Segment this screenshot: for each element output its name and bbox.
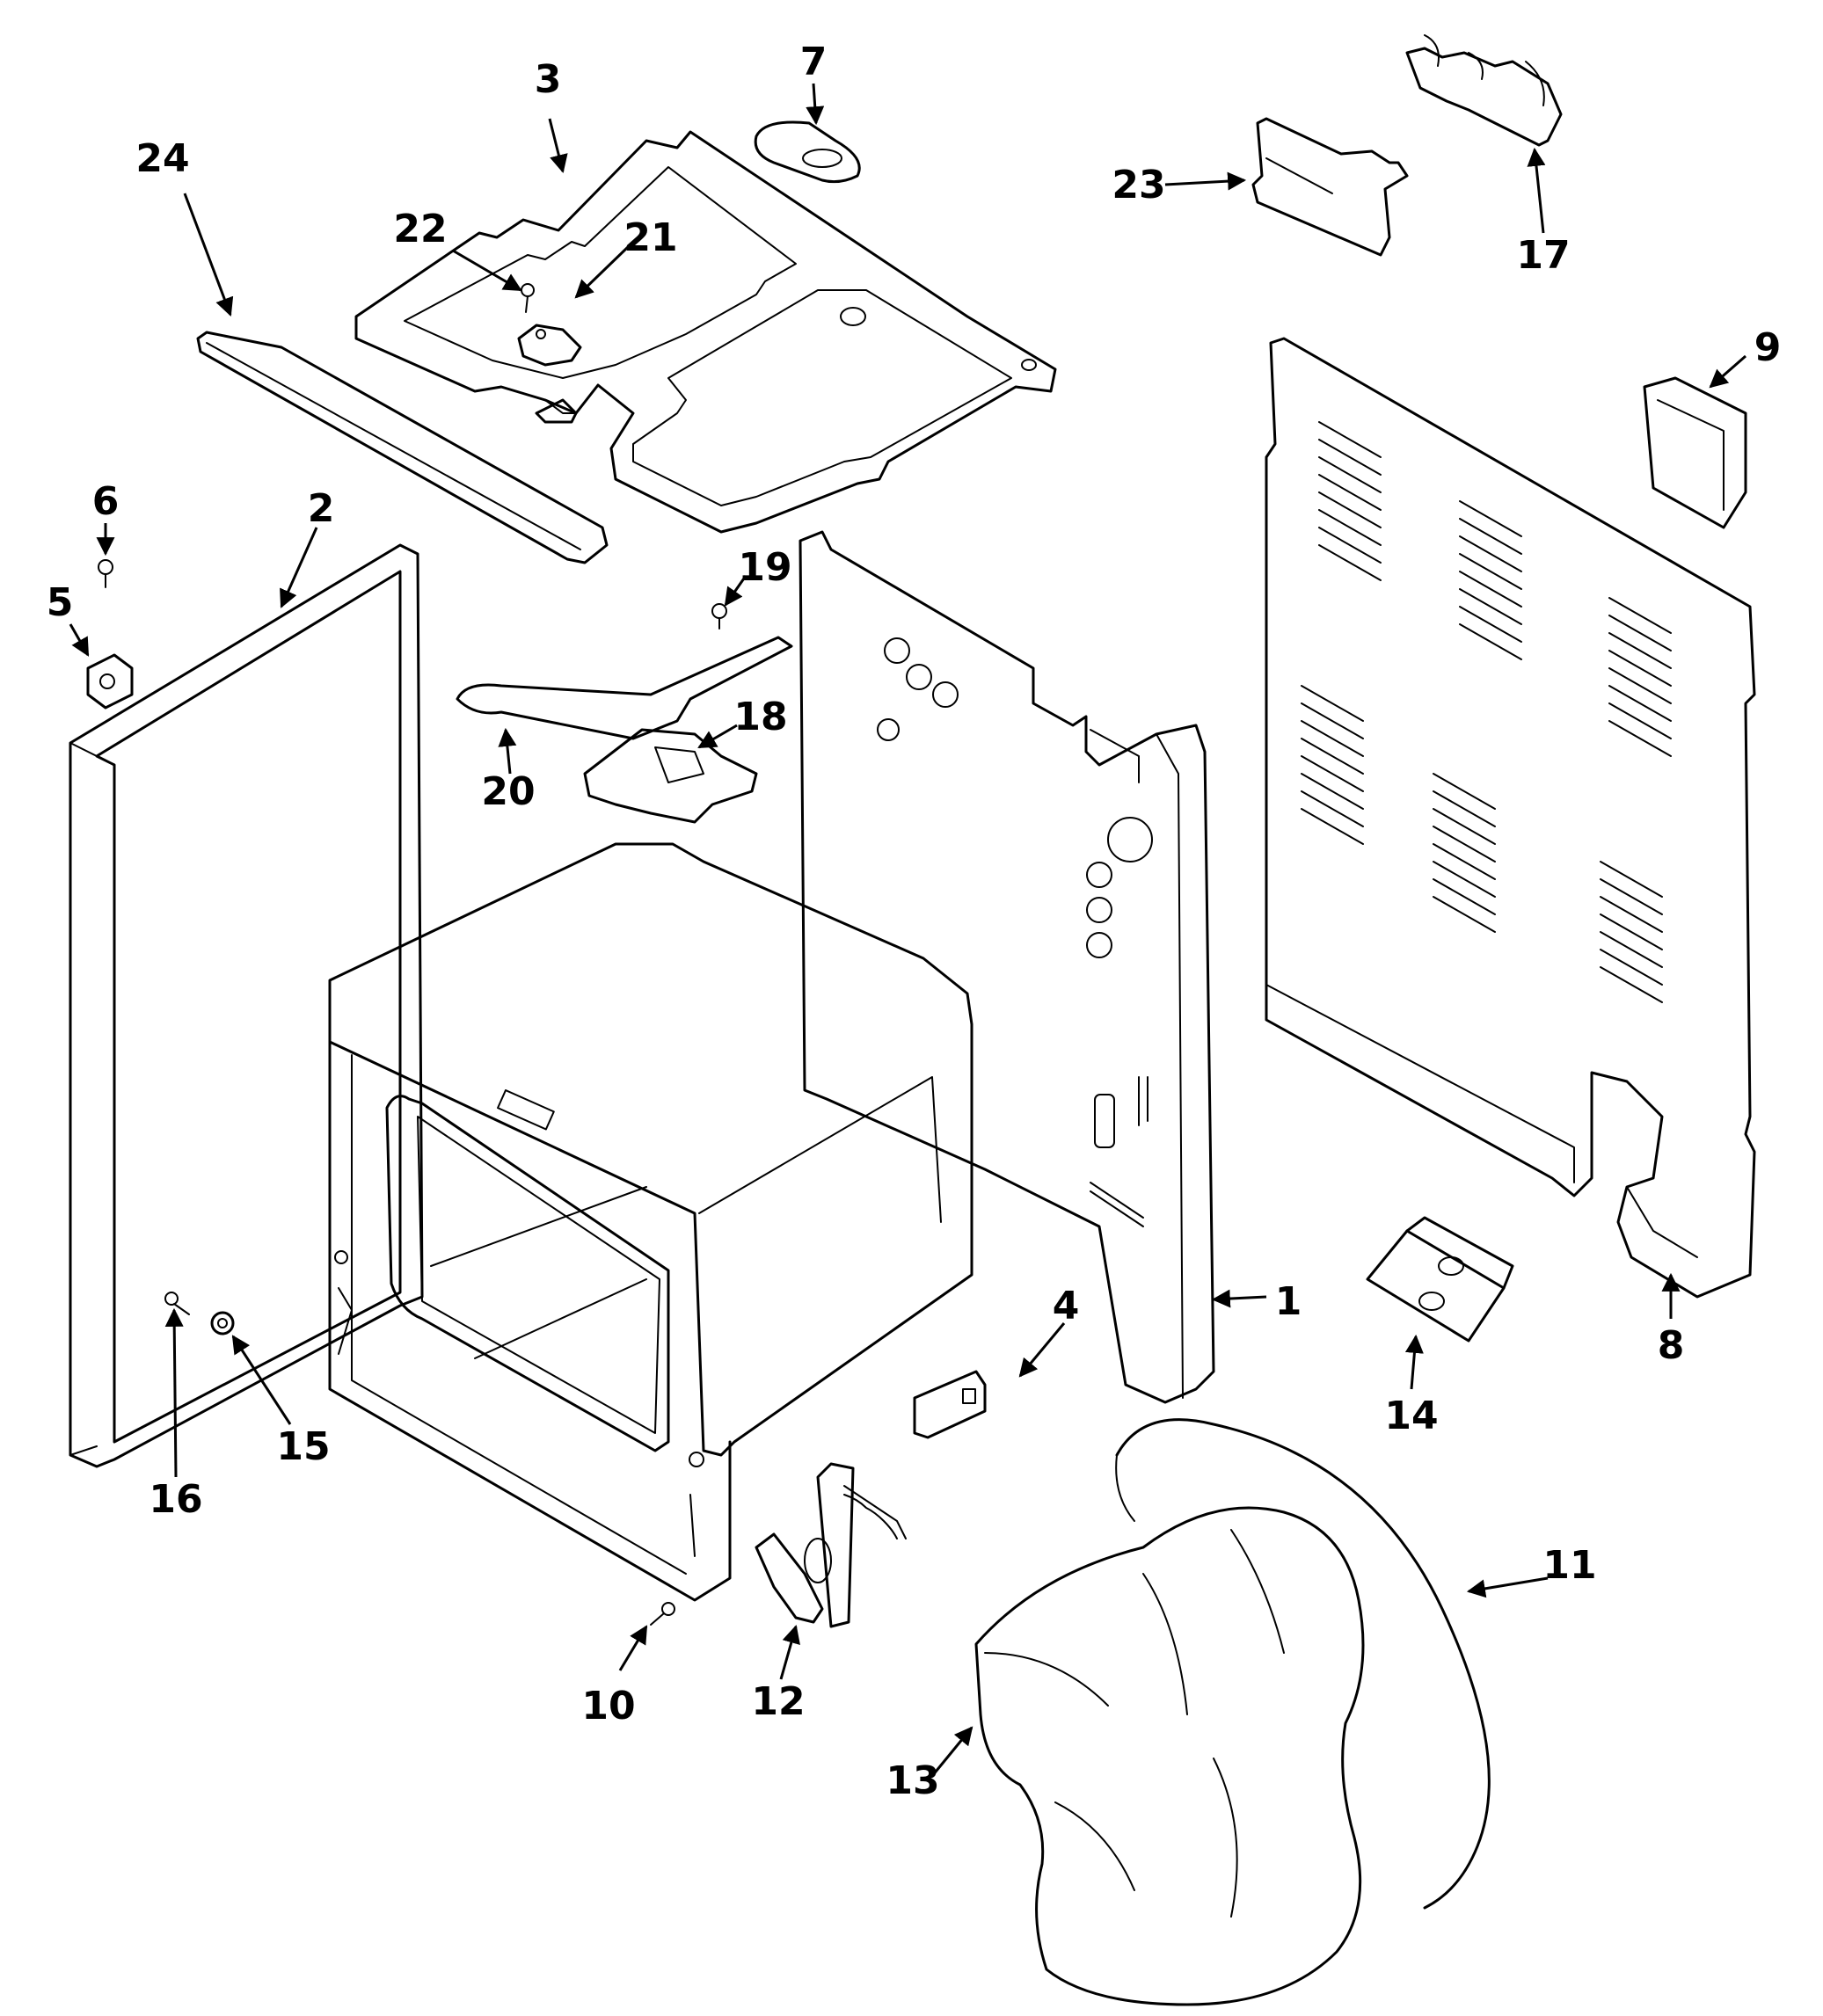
callout-1: 1 [1275,1279,1302,1324]
callout-13: 13 [886,1758,939,1803]
part-gasket [1115,1418,1491,1910]
callout-16: 16 [149,1477,202,1522]
callout-19: 19 [738,545,791,590]
callout-5: 5 [47,580,74,625]
callout-2: 2 [308,486,335,531]
part-screw-16 [164,1292,190,1315]
callout-23: 23 [1112,163,1165,207]
callout-labels: 1 2 3 4 5 6 7 8 9 10 11 12 13 14 15 16 1… [47,40,1782,1803]
part-terminal-block [1405,34,1563,147]
part-screw-10 [650,1602,675,1626]
part-screw-19 [711,603,727,630]
part-bracket-4 [913,1370,987,1439]
callout-4: 4 [1053,1284,1080,1328]
callout-20: 20 [481,769,535,814]
part-spacer-15 [210,1311,235,1336]
part-side-panel [798,530,1215,1404]
part-box-9 [1643,376,1747,529]
part-insulation [974,1506,1365,2006]
part-lever [456,636,793,740]
louver-groups [1301,421,1672,1003]
callout-22: 22 [393,207,447,251]
callout-9: 9 [1754,325,1782,370]
leader-lines [69,83,1746,1777]
part-mount-bracket [1366,1216,1514,1343]
callout-12: 12 [751,1679,805,1724]
callout-21: 21 [623,215,677,260]
part-oven-cavity [328,842,973,1602]
callout-17: 17 [1516,233,1570,278]
part-hinge [755,1462,907,1628]
part-top-rail [196,331,609,564]
part-small-switch [517,324,582,367]
callout-10: 10 [581,1684,635,1729]
part-screw-22 [521,283,535,313]
part-screw-6 [98,559,113,588]
callout-18: 18 [733,695,787,739]
callout-6: 6 [92,479,120,524]
part-cap [754,120,861,184]
part-latch [583,728,758,824]
callout-3: 3 [535,57,562,102]
callout-14: 14 [1384,1394,1438,1438]
callout-11: 11 [1542,1543,1596,1588]
callout-15: 15 [276,1424,330,1469]
part-bracket-top [535,398,578,424]
part-bracket-23 [1251,117,1409,257]
part-rear-panel [1265,337,1756,1299]
part-top-panel [354,130,1057,534]
part-clip-5 [86,653,134,710]
part-front-frame [69,543,424,1468]
callout-8: 8 [1658,1323,1685,1368]
callout-24: 24 [135,136,189,181]
callout-7: 7 [800,40,828,84]
